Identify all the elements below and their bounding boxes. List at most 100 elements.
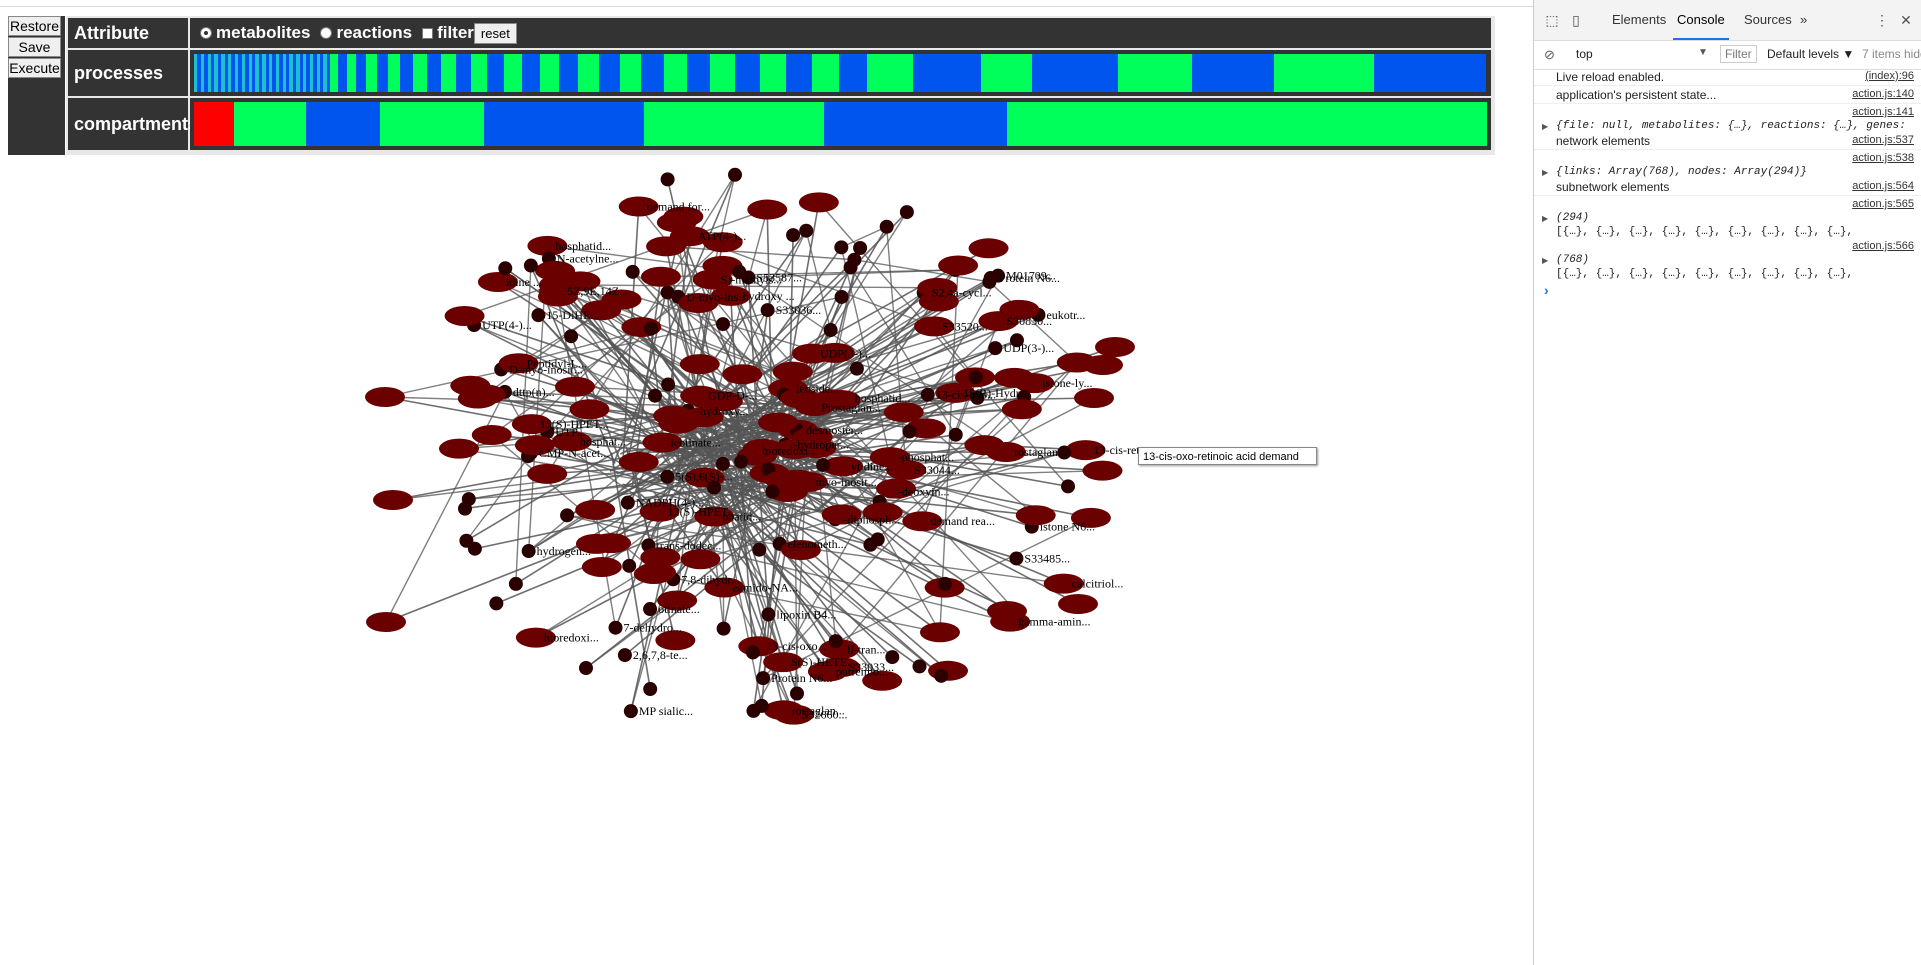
reaction-node[interactable] (938, 255, 979, 276)
process-segment[interactable] (455, 54, 472, 92)
process-segment[interactable] (268, 54, 273, 92)
reaction-node[interactable] (704, 577, 745, 598)
metabolite-node[interactable] (1009, 551, 1024, 566)
metabolite-node[interactable] (816, 457, 831, 472)
process-segment[interactable] (981, 54, 1033, 92)
reaction-node[interactable] (763, 652, 804, 673)
process-segment[interactable] (292, 54, 297, 92)
reaction-node[interactable] (862, 670, 903, 691)
process-segment[interactable] (1117, 54, 1192, 92)
process-segment[interactable] (241, 54, 246, 92)
process-segment[interactable] (619, 54, 642, 92)
reaction-node[interactable] (780, 388, 821, 409)
metabolite-node[interactable] (523, 258, 538, 273)
metabolite-node[interactable] (715, 456, 730, 471)
reaction-node[interactable] (515, 627, 556, 648)
metabolite-node[interactable] (716, 621, 731, 636)
reaction-node[interactable] (636, 562, 677, 583)
metabolite-node[interactable] (988, 341, 1003, 356)
reaction-node[interactable] (618, 452, 659, 473)
metabolite-node[interactable] (760, 303, 775, 318)
metabolite-node[interactable] (786, 228, 801, 243)
process-segment[interactable] (262, 54, 266, 92)
metabolite-node[interactable] (521, 544, 536, 559)
process-segment[interactable] (194, 54, 198, 92)
metabolite-node[interactable] (834, 289, 849, 304)
process-segment[interactable] (234, 54, 239, 92)
process-segment[interactable] (197, 54, 201, 92)
metabolite-node[interactable] (761, 607, 776, 622)
reaction-node[interactable] (876, 478, 917, 499)
process-segment[interactable] (204, 54, 208, 92)
reaction-node[interactable] (798, 192, 839, 213)
reaction-node[interactable] (514, 435, 555, 456)
reaction-node[interactable] (642, 432, 683, 453)
reaction-node[interactable] (757, 412, 798, 433)
reaction-node[interactable] (581, 300, 622, 321)
compartment-segment[interactable] (380, 102, 485, 146)
reaction-node[interactable] (821, 504, 862, 525)
process-segment[interactable] (207, 54, 212, 92)
reaction-node[interactable] (819, 639, 860, 660)
process-segment[interactable] (330, 54, 339, 92)
process-segment[interactable] (296, 54, 300, 92)
metabolite-node[interactable] (734, 454, 749, 469)
process-segment[interactable] (366, 54, 377, 92)
process-segment[interactable] (785, 54, 813, 92)
compartment-segment[interactable] (306, 102, 381, 146)
process-segment[interactable] (388, 54, 401, 92)
metabolite-node[interactable] (982, 274, 997, 289)
reaction-node[interactable] (792, 426, 833, 447)
compartment-segment[interactable] (644, 102, 825, 146)
metabolite-node[interactable] (457, 501, 472, 516)
metabolite-node[interactable] (823, 323, 838, 338)
reaction-node[interactable] (365, 387, 405, 407)
reaction-node[interactable] (639, 501, 680, 522)
metabolite-node[interactable] (789, 686, 804, 701)
process-segment[interactable] (200, 54, 205, 92)
process-segment[interactable] (245, 54, 249, 92)
process-segment[interactable] (426, 54, 441, 92)
process-segment[interactable] (400, 54, 414, 92)
compartment-segment[interactable] (194, 102, 235, 146)
reaction-node[interactable] (471, 424, 512, 445)
console-line[interactable]: ▶{links: Array(768), nodes: Array(294)} (1534, 164, 1921, 180)
metabolite-node[interactable] (847, 252, 862, 267)
process-segment[interactable] (338, 54, 347, 92)
metabolite-node[interactable] (622, 558, 637, 573)
process-segment[interactable] (248, 54, 252, 92)
metabolite-node[interactable] (648, 388, 663, 403)
process-segment[interactable] (306, 54, 310, 92)
reaction-node[interactable] (813, 389, 854, 410)
reaction-node[interactable] (862, 502, 903, 523)
reaction-node[interactable] (444, 305, 485, 326)
compartments-bar[interactable] (194, 102, 1487, 146)
process-segment[interactable] (299, 54, 303, 92)
console-line[interactable]: ▶(294) (1534, 210, 1921, 226)
process-segment[interactable] (710, 54, 735, 92)
compartment-segment[interactable] (824, 102, 1007, 146)
process-segment[interactable] (224, 54, 229, 92)
reaction-node[interactable] (575, 499, 616, 520)
reaction-node[interactable] (820, 657, 861, 678)
reaction-node[interactable] (763, 700, 804, 721)
close-icon[interactable]: ✕ (1900, 12, 1912, 28)
metabolite-node[interactable] (756, 671, 771, 686)
console-source-link[interactable]: (index):96 (1865, 70, 1914, 82)
clear-console-icon[interactable]: ⊘ (1544, 47, 1555, 62)
process-segment[interactable] (228, 54, 232, 92)
process-segment[interactable] (309, 54, 314, 92)
process-segment[interactable] (265, 54, 269, 92)
console-source-link[interactable]: action.js:140 (1852, 88, 1914, 100)
process-segment[interactable] (238, 54, 242, 92)
process-segment[interactable] (521, 54, 540, 92)
console-source-link[interactable]: action.js:564 (1852, 180, 1914, 192)
metabolite-node[interactable] (828, 634, 843, 649)
reaction-node[interactable] (964, 435, 1005, 456)
reaction-node[interactable] (968, 238, 1009, 259)
log-levels-dropdown[interactable]: Default levels ▼ (1767, 47, 1855, 61)
metabolite-node[interactable] (1061, 479, 1076, 494)
reaction-node[interactable] (886, 459, 927, 480)
process-segment[interactable] (759, 54, 786, 92)
metabolite-node[interactable] (948, 427, 963, 442)
